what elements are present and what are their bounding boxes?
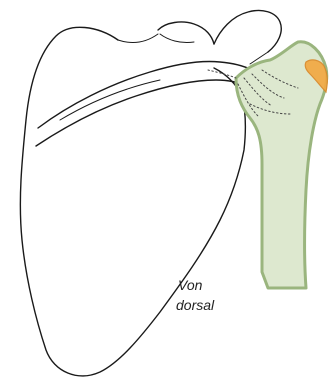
humerus-shaft — [236, 42, 327, 288]
coracoid-inner — [160, 34, 194, 43]
acromion-process — [214, 10, 281, 52]
scapular-spine-lower — [36, 80, 246, 146]
view-label-line1: Von — [178, 277, 203, 293]
view-label-line2: dorsal — [176, 297, 215, 313]
superior-border — [118, 34, 158, 42]
joint-capsule-dotted-5 — [208, 70, 236, 78]
coracoid-process — [158, 22, 214, 44]
